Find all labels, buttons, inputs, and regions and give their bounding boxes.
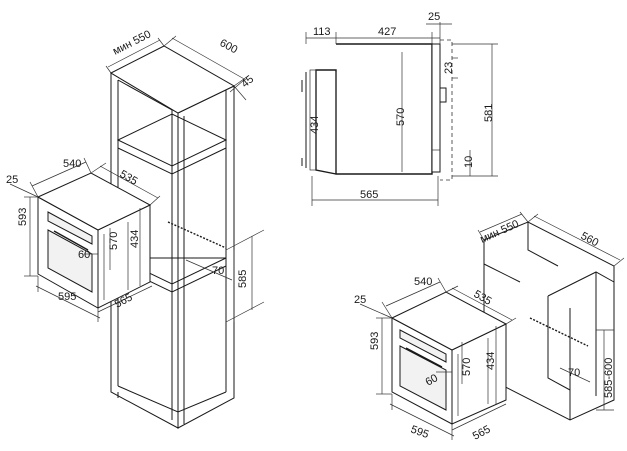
base-front-offset-label: 25 bbox=[354, 294, 366, 306]
tall-oven bbox=[36, 172, 152, 309]
side-top-front-label: 25 bbox=[428, 11, 440, 23]
tall-thickness-label: 45 bbox=[239, 73, 256, 90]
side-view bbox=[301, 22, 498, 206]
base-total-depth-label: 565 bbox=[471, 423, 493, 442]
side-view-handle bbox=[439, 87, 447, 103]
base-front-width-label: 595 bbox=[409, 424, 430, 442]
tall-inner-height-label: 570 bbox=[108, 232, 120, 250]
base-width-label: 560 bbox=[579, 230, 601, 249]
base-oven-width-label: 540 bbox=[414, 276, 432, 288]
side-bottom-offset-label: 10 bbox=[463, 156, 475, 168]
tall-oven-door bbox=[47, 229, 93, 293]
tall-width-label: 600 bbox=[218, 37, 240, 56]
tall-front-width-label: 595 bbox=[58, 291, 76, 303]
base-oven-handle bbox=[405, 347, 443, 368]
base-inner-height-label: 570 bbox=[461, 358, 473, 376]
base-vent-gap-label: 70 bbox=[568, 367, 580, 379]
base-oven bbox=[390, 291, 508, 425]
tall-front-height-label: 593 bbox=[17, 208, 29, 226]
tall-bottom-gap-label: 60 bbox=[78, 249, 90, 261]
tall-oven-height-label: 434 bbox=[129, 230, 141, 248]
side-view-front bbox=[431, 43, 441, 173]
base-bottom-gap-label: 60 bbox=[424, 372, 441, 389]
base-front-height-label: 593 bbox=[369, 332, 381, 350]
side-top-back-label: 113 bbox=[313, 26, 331, 38]
base-oven-door bbox=[399, 345, 447, 411]
vent-grille bbox=[167, 221, 227, 249]
tall-min-depth-label: мин 550 bbox=[111, 28, 153, 57]
tall-vent-gap-label: 70 bbox=[212, 265, 224, 277]
base-min-depth-label: мин 550 bbox=[478, 218, 521, 246]
side-total-depth-label: 565 bbox=[360, 189, 378, 201]
side-top-body-label: 427 bbox=[378, 26, 396, 38]
base-oven-height-label: 434 bbox=[485, 352, 497, 370]
tall-dimensions bbox=[9, 35, 265, 323]
base-oven-panel bbox=[399, 329, 447, 363]
side-body-height-label: 434 bbox=[309, 116, 321, 134]
side-view-body bbox=[315, 43, 433, 175]
base-niche-height-label: 585-600 bbox=[603, 358, 615, 398]
base-oven-depth-label: 535 bbox=[472, 288, 494, 308]
tall-oven-panel bbox=[47, 211, 93, 245]
side-labels: 113 427 25 434 570 581 23 10 565 bbox=[309, 11, 495, 201]
base-vent-grille bbox=[529, 317, 589, 347]
side-inner-height-label: 570 bbox=[395, 108, 407, 126]
tall-front-offset-label: 25 bbox=[6, 174, 18, 186]
base-dimensions bbox=[359, 211, 625, 440]
side-handle-offset-label: 23 bbox=[443, 62, 455, 74]
tall-oven-handle bbox=[53, 230, 89, 251]
side-front-height-label: 581 bbox=[483, 104, 495, 122]
tall-oven-width-label: 540 bbox=[63, 158, 81, 170]
tall-niche-height-label: 585 bbox=[237, 270, 249, 288]
